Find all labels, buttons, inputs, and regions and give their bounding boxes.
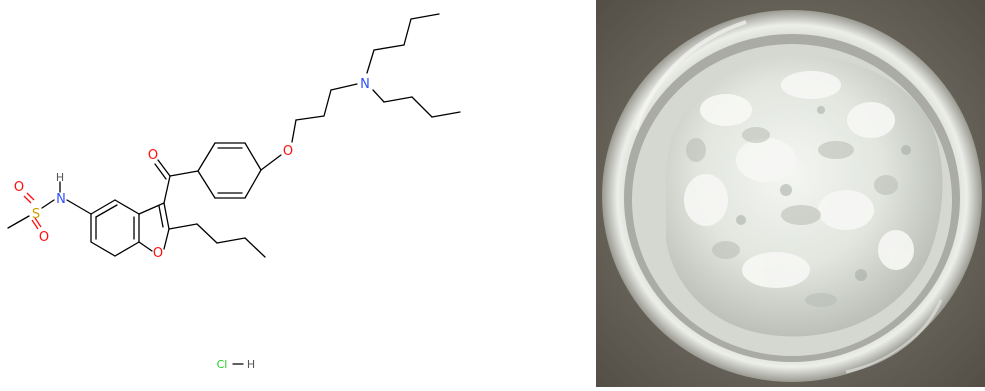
amide-nitrogen-label: N (56, 192, 66, 207)
powder-photo (596, 0, 985, 387)
chemical-structure-panel: S O O N H O O O N Cl H (7, 13, 461, 371)
amide-hydrogen-label: H (56, 171, 64, 184)
hydrogen-label: H (247, 358, 255, 371)
sulfonyl-bonds (23, 192, 42, 230)
molecule-drawing: S O O N H O O O N Cl H (7, 13, 461, 371)
bond-lines (7, 13, 461, 365)
sulfonyl-oxygen-top-label: O (14, 180, 24, 195)
furan-oxygen-label: O (153, 246, 163, 261)
ether-oxygen-label: O (283, 144, 293, 159)
sulfur-atom-label: S (32, 207, 40, 222)
sulfonyl-oxygen-bottom-label: O (39, 230, 49, 245)
carbonyl-oxygen-label: O (148, 148, 158, 163)
amine-nitrogen-label: N (360, 77, 370, 92)
powder-jar-image (596, 0, 985, 387)
chloride-label: Cl (217, 358, 228, 371)
